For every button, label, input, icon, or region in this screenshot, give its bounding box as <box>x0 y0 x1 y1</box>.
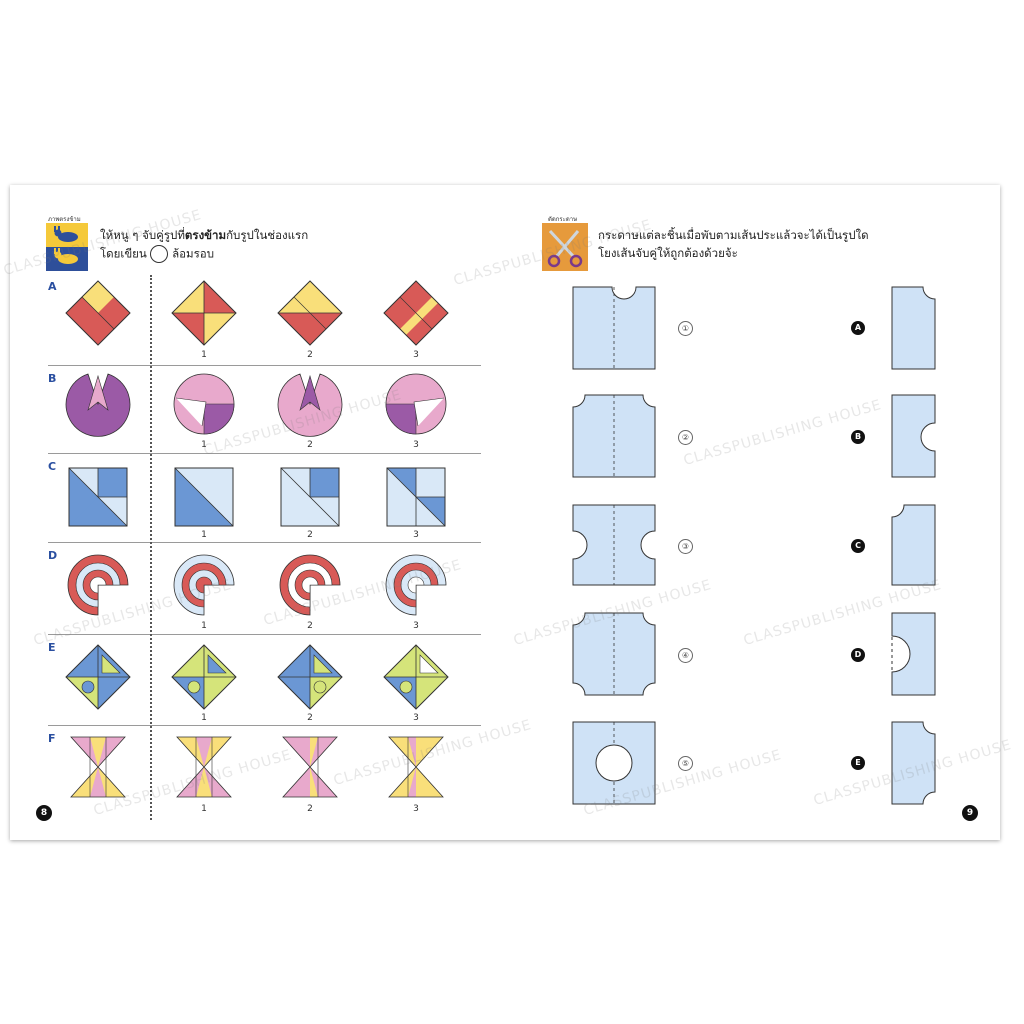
choice-number: 3 <box>413 804 419 814</box>
choice-number: 2 <box>307 440 313 450</box>
folded-result-c <box>891 504 936 586</box>
folded-result-b <box>891 394 936 478</box>
item-marker-e: E <box>851 756 865 770</box>
choice-number: 2 <box>307 530 313 540</box>
choice-number: 1 <box>201 804 207 814</box>
item-marker-3: ③ <box>678 539 693 554</box>
item-marker-2: ② <box>678 430 693 445</box>
choice-number: 3 <box>413 621 419 631</box>
left-instruction-line2: โดยเขียน ล้อมรอบ <box>100 245 214 264</box>
row-label-b: B <box>48 372 57 385</box>
left-instruction-line1: ให้หนู ๆ จับคู่รูปที่ตรงข้ามกับรูปในช่อง… <box>100 227 308 245</box>
rabbit-icon <box>46 223 88 271</box>
item-marker-a: A <box>851 321 865 335</box>
choice-number: 1 <box>201 440 207 450</box>
row-label-f: F <box>48 732 56 745</box>
choice-number: 2 <box>307 804 313 814</box>
choice-number: 1 <box>201 530 207 540</box>
choice-number: 3 <box>413 350 419 360</box>
opposites-shapes <box>65 280 449 798</box>
paper-piece-2 <box>572 394 656 478</box>
book-spread: ภาพตรงข้าม ให้หนู ๆ จับคู่รูปที่ตรงข้ามก… <box>2 185 1014 840</box>
row-label-d: D <box>48 549 58 562</box>
choice-number: 1 <box>201 621 207 631</box>
item-marker-b: B <box>851 430 865 444</box>
right-instruction-line1: กระดาษแต่ละชิ้นเมื่อพับตามเส้นประแล้วจะไ… <box>598 228 869 242</box>
row-label-c: C <box>48 460 57 473</box>
choice-number: 3 <box>413 713 419 723</box>
row-label-e: E <box>48 641 56 654</box>
item-marker-1: ① <box>678 321 693 336</box>
item-marker-c: C <box>851 539 865 553</box>
choice-number: 2 <box>307 713 313 723</box>
instruction-text-c: โดยเขียน <box>100 246 147 261</box>
choice-number: 2 <box>307 621 313 631</box>
row-divider <box>48 634 481 635</box>
row-divider <box>48 453 481 454</box>
row-divider <box>48 725 481 726</box>
instruction-text-d: ล้อมรอบ <box>172 246 215 261</box>
row-divider <box>48 365 481 366</box>
paper-piece-4 <box>572 612 656 696</box>
left-header-caption: ภาพตรงข้าม <box>48 216 81 223</box>
folded-papers <box>572 286 936 805</box>
choice-number: 2 <box>307 350 313 360</box>
paper-piece-3 <box>572 504 656 586</box>
dotted-divider <box>150 275 152 820</box>
row-label-a: A <box>48 280 57 293</box>
folded-result-a <box>891 286 936 370</box>
instruction-text-bold: ตรงข้าม <box>184 228 227 242</box>
right-instruction-line2: โยงเส้นจับคู่ให้ถูกต้องด้วยจ้ะ <box>598 246 738 260</box>
instruction-text-a: ให้หนู ๆ จับคู่รูปที่ <box>100 228 185 242</box>
paper-piece-1 <box>572 286 656 370</box>
instruction-text-b: กับรูปในช่องแรก <box>226 228 309 242</box>
right-header-caption: ตัดกระดาษ <box>548 216 578 223</box>
item-marker-5: ⑤ <box>678 756 693 771</box>
circle-icon <box>150 245 169 263</box>
item-marker-d: D <box>851 648 865 662</box>
scissors-icon <box>542 223 588 271</box>
row-divider <box>48 542 481 543</box>
choice-number: 3 <box>413 440 419 450</box>
page-number-left: 8 <box>36 805 52 821</box>
page-number-right: 9 <box>962 805 978 821</box>
choice-number: 1 <box>201 713 207 723</box>
folded-result-d <box>891 612 936 696</box>
folded-result-e <box>891 721 936 805</box>
choice-number: 1 <box>201 350 207 360</box>
choice-number: 3 <box>413 530 419 540</box>
item-marker-4: ④ <box>678 648 693 663</box>
